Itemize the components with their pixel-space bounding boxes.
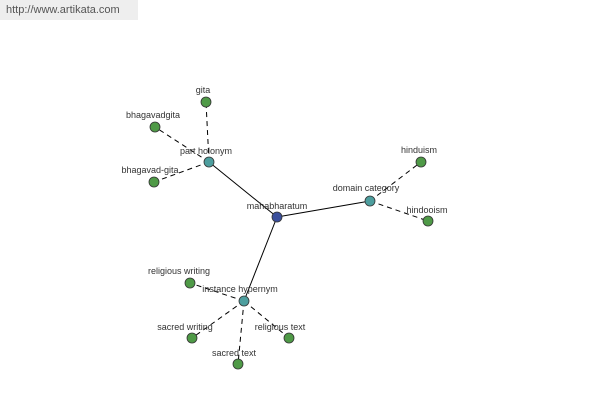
domain-category-label[interactable]: domain category (333, 183, 400, 193)
hindooism-label[interactable]: hindooism (406, 205, 447, 215)
hindooism-dot[interactable] (422, 215, 434, 227)
sacred-writing-label[interactable]: sacred writing (157, 322, 213, 332)
edge-instance-hypernym-sacred-writing (191, 300, 245, 339)
edge-center-part-holonym (208, 161, 278, 218)
edge-center-domain-category (276, 200, 371, 218)
leaf-node-sacred-writing[interactable]: sacred writing (157, 322, 213, 344)
relation-node-part-holonym[interactable]: part holonym (180, 146, 232, 168)
url-banner[interactable]: http://www.artikata.com (0, 0, 138, 20)
instance-hypernym-dot[interactable] (238, 295, 250, 307)
edge-part-holonym-gita (205, 101, 210, 163)
domain-category-dot[interactable] (364, 195, 376, 207)
sacred-text-label[interactable]: sacred text (212, 348, 257, 358)
hinduism-dot[interactable] (415, 156, 427, 168)
bhagavad-gita-dot[interactable] (148, 176, 160, 188)
religious-writing-label[interactable]: religious writing (148, 266, 210, 276)
bhagavadgita-label[interactable]: bhagavadgita (126, 110, 180, 120)
edge-instance-hypernym-religious-writing (189, 282, 245, 302)
leaf-node-hindooism[interactable]: hindooism (406, 205, 448, 227)
religious-text-label[interactable]: religious text (255, 322, 306, 332)
sacred-text-dot[interactable] (232, 358, 244, 370)
edge-instance-hypernym-sacred-text (237, 300, 245, 365)
religious-writing-dot[interactable] (184, 277, 196, 289)
part-holonym-label[interactable]: part holonym (180, 146, 232, 156)
bhagavadgita-dot[interactable] (149, 121, 161, 133)
edge-instance-hypernym-religious-text (243, 300, 290, 339)
solid-edges (208, 161, 371, 302)
bhagavad-gita-label[interactable]: bhagavad-gita (121, 165, 178, 175)
edge-center-instance-hypernym (243, 216, 278, 302)
leaf-node-sacred-text[interactable]: sacred text (212, 348, 257, 370)
center-node-label[interactable]: mahabharatum (247, 201, 308, 211)
gita-label[interactable]: gita (196, 85, 211, 95)
edge-domain-category-hindooism (369, 200, 429, 222)
religious-text-dot[interactable] (283, 332, 295, 344)
relation-node-instance-hypernym[interactable]: instance hypernym (202, 284, 278, 307)
leaf-node-bhagavadgita[interactable]: bhagavadgita (126, 110, 180, 133)
relation-node-domain-category[interactable]: domain category (333, 183, 400, 207)
leaf-node-gita[interactable]: gita (196, 85, 212, 108)
edge-part-holonym-bhagavadgita (154, 126, 210, 163)
gita-dot[interactable] (200, 96, 212, 108)
leaf-node-religious-writing[interactable]: religious writing (148, 266, 210, 289)
center-node-dot[interactable] (271, 211, 283, 223)
edge-domain-category-hinduism (369, 161, 422, 202)
hinduism-label[interactable]: hinduism (401, 145, 437, 155)
leaf-node-hinduism[interactable]: hinduism (401, 145, 437, 168)
leaf-node-bhagavad-gita[interactable]: bhagavad-gita (121, 165, 179, 188)
center-node[interactable]: mahabharatum (247, 201, 308, 223)
sacred-writing-dot[interactable] (186, 332, 198, 344)
part-holonym-dot[interactable] (203, 156, 215, 168)
url-text[interactable]: http://www.artikata.com (6, 4, 120, 16)
instance-hypernym-label[interactable]: instance hypernym (202, 284, 278, 294)
leaf-node-religious-text[interactable]: religious text (255, 322, 306, 344)
dashed-edges (153, 101, 429, 365)
edge-part-holonym-bhagavad-gita (153, 161, 210, 183)
